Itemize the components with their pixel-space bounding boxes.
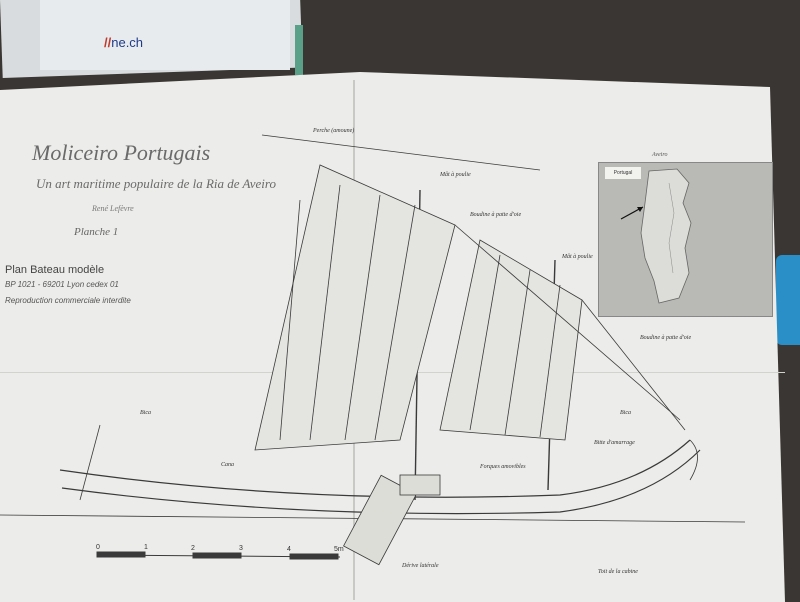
label-mat-poulie-2: Mât à poulie xyxy=(562,254,593,260)
scale-tick-2: 2 xyxy=(191,545,195,552)
planche-number: Planche 1 xyxy=(74,226,119,238)
scale-bar xyxy=(96,551,341,560)
scale-tick-1: 1 xyxy=(144,544,148,551)
reproduction-notice: Reproduction commerciale interdite xyxy=(5,296,131,305)
plan-title-heading: Moliceiro Portugais xyxy=(32,140,211,165)
scale-tick-3: 3 xyxy=(239,545,243,552)
green-folder-edge xyxy=(295,25,303,75)
location-map: Portugal xyxy=(598,162,773,317)
background-paper-sheet xyxy=(40,0,290,70)
blue-object-edge xyxy=(776,255,800,345)
label-forques: Forques amovibles xyxy=(480,464,526,470)
scale-tick-0: 0 xyxy=(96,544,100,551)
scale-tick-5: 5m xyxy=(334,546,344,553)
map-title: Aveiro xyxy=(652,152,668,158)
map-drawing xyxy=(620,168,692,304)
scale-tick-4: 4 xyxy=(287,546,291,553)
plan-subtitle: Un art maritime populaire de la Ria de A… xyxy=(36,176,276,191)
plan-bateau-modele: Plan Bateau modèle xyxy=(5,264,105,276)
address-text: BP 1021 - 69201 Lyon cedex 01 xyxy=(5,280,119,289)
label-perche: Perche (amoune) xyxy=(313,128,355,134)
label-mat-poulie-1: Mât à poulie xyxy=(440,172,471,178)
label-boudine-1: Boudine à patte d'oie xyxy=(470,212,522,218)
map-country-label: Portugal xyxy=(605,167,641,179)
label-bica-right: Bica xyxy=(620,410,631,416)
author-name: René Lefèvre xyxy=(92,204,134,213)
label-derive: Dérive latérale xyxy=(402,563,439,569)
label-boudine-2: Boudine à patte d'oie xyxy=(640,335,692,341)
label-bitte: Bitte d'amarrage xyxy=(594,440,635,446)
label-cana: Cana xyxy=(221,462,235,468)
label-bica-left: Bica xyxy=(140,410,151,416)
label-toit: Toit de la cabine xyxy=(598,569,638,575)
background-logo: //ne.ch xyxy=(104,35,144,50)
